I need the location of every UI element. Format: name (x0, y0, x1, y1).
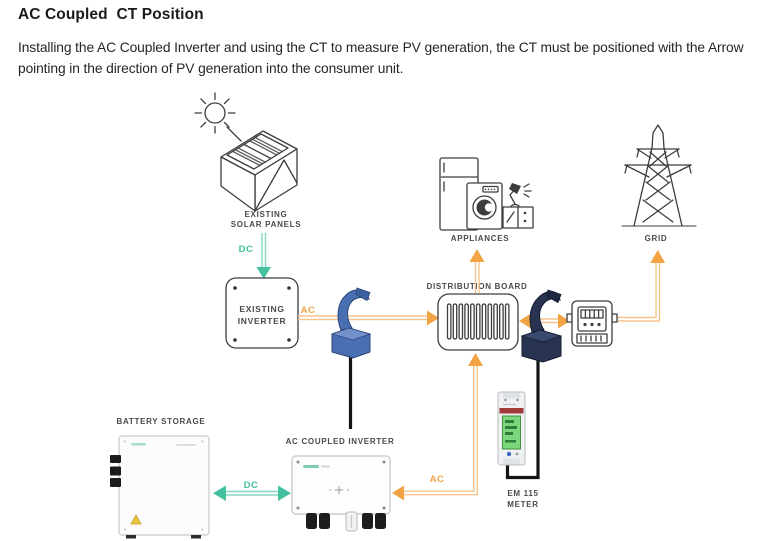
house-icon (220, 130, 298, 212)
ct-clamp-pv-icon (330, 287, 372, 429)
ac-coupled-inverter-label: AC COUPLED INVERTER (286, 437, 395, 446)
distribution-board-box: DISTRIBUTION BOARD (426, 282, 527, 351)
board-meter-arrow (519, 313, 570, 329)
dc-battery-arrow: DC (213, 480, 291, 501)
grid-label: GRID (645, 234, 668, 243)
ac-flow-inverter-label: AC (301, 305, 316, 316)
screw-icons (233, 286, 291, 342)
page-description: Installing the AC Coupled Inverter and u… (18, 40, 744, 76)
appliances-feed-arrow (469, 249, 485, 293)
dc-flow-solar-label: DC (239, 244, 254, 255)
existing-inverter-label-line2: INVERTER (238, 316, 287, 326)
cabinet-icon (502, 206, 534, 229)
battery-logo (131, 443, 146, 446)
ct-clamp-grid-icon (505, 289, 563, 480)
ct-grid-wire (505, 356, 540, 480)
dc-flow-solar-arrow: DC (239, 233, 271, 279)
warning-triangle-icon (130, 514, 142, 525)
appliances-label: APPLIANCES (451, 234, 510, 243)
battery-storage-label: BATTERY STORAGE (117, 417, 206, 426)
ac-battery-flow-label: AC (430, 474, 445, 485)
existing-solar-label-line1: EXISTING (245, 210, 288, 219)
page-title: AC Coupled CT Position (18, 6, 204, 23)
em115-meter-icon: EM 115 METER (497, 391, 539, 509)
breaker-coils (446, 303, 510, 340)
grid-meter-icon (566, 300, 618, 347)
battery-terminals (110, 455, 121, 487)
existing-solar-label-line2: SOLAR PANELS (231, 220, 301, 229)
dc-battery-flow-label: DC (244, 480, 259, 491)
screw-icons (296, 460, 386, 510)
existing-inverter-label-line1: EXISTING (239, 304, 284, 314)
sun-rays (194, 92, 242, 142)
ac-coupled-inverter-box: AC COUPLED INVERTER (286, 437, 395, 532)
mc4-connectors (306, 511, 386, 532)
distribution-board-label: DISTRIBUTION BOARD (426, 282, 527, 291)
sun-icon (204, 102, 226, 124)
inverter-markings (335, 486, 343, 494)
desk-lamp-icon (509, 183, 532, 207)
solar-panel-icon (226, 133, 289, 170)
grid-tower-icon: GRID (621, 124, 697, 243)
solar-house-icon: EXISTING SOLAR PANELS (194, 92, 301, 229)
existing-inverter-box: EXISTING INVERTER (225, 277, 299, 349)
ac-flow-inverter-arrow: AC (298, 305, 439, 326)
washing-machine-icon (466, 182, 503, 230)
inverter-logo (303, 465, 319, 468)
battery-storage-box: BATTERY STORAGE (110, 417, 210, 539)
em-meter-label-line2: METER (507, 500, 539, 509)
em-meter-label-line1: EM 115 (507, 489, 538, 498)
grid-export-arrow (614, 250, 666, 322)
appliances-icon: APPLIANCES (439, 157, 534, 243)
ac-battery-arrow: AC (392, 353, 483, 501)
